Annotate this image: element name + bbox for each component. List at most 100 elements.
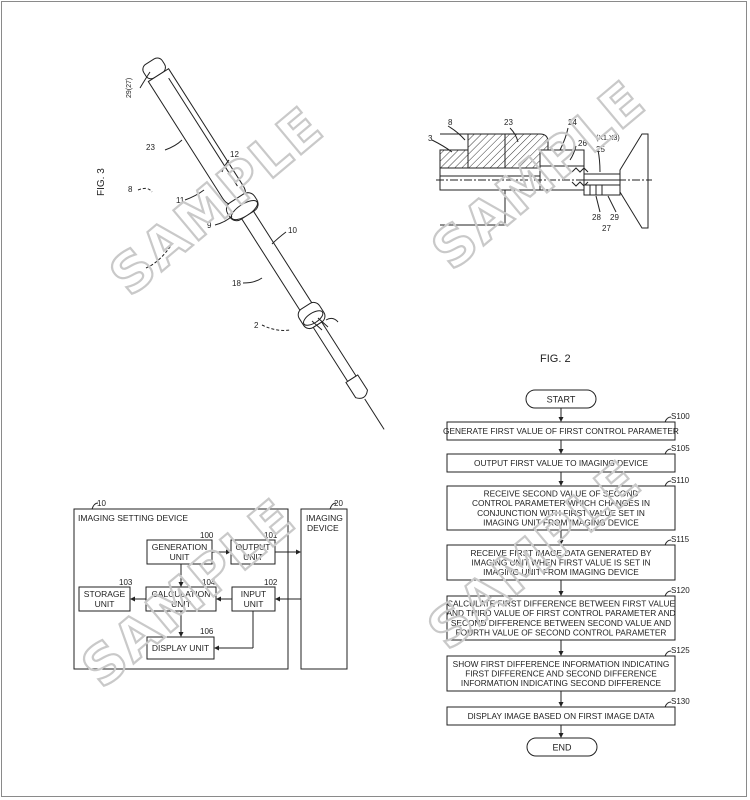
flow-arrowhead [558, 417, 564, 422]
fig2-ref-25: 25 [596, 145, 605, 154]
flow-step-box [446, 485, 676, 531]
fig2-ref-24: 24 [568, 118, 577, 127]
fig2-ref-23: 23 [504, 118, 513, 127]
flow-step-ref-leader [664, 480, 672, 487]
fig2-ref-27: 27 [602, 224, 611, 233]
fig3-ref-29: 29(27) [126, 78, 133, 98]
flow-step-text: IMAGING UNIT FROM IMAGING DEVICE [483, 567, 639, 577]
fig2-ref-28: 28 [592, 213, 601, 222]
flow-end-box [526, 737, 598, 757]
fig3-ref-2: 2 [254, 321, 259, 330]
flow-step-ref: S110 [671, 476, 690, 485]
flow-step-text: CALCULATE FIRST DIFFERENCE BETWEEN FIRST… [447, 599, 676, 609]
output-unit-box [230, 539, 276, 565]
flow-step-text: CONJUNCTION WITH FIRST VALUE SET IN [477, 508, 645, 518]
fig3-ref-10: 10 [288, 226, 297, 235]
generation-unit-label-1: GENERATION [152, 542, 208, 552]
imaging-device-label-1: IMAGING [306, 513, 343, 523]
fig3-ref-12: 12 [230, 150, 239, 159]
flow-step-text: RECEIVE SECOND VALUE OF SECOND [484, 489, 639, 499]
flow-arrowhead [558, 540, 564, 545]
fig3-ref-11: 11 [176, 196, 185, 205]
watermark-1: SAMPLE [98, 94, 336, 308]
flow-step-ref: S100 [671, 412, 690, 421]
imaging-device-label-2: DEVICE [307, 523, 339, 533]
flow-step-ref-leader [664, 539, 672, 546]
fig2-ref-3: 3 [428, 134, 433, 143]
output-unit-ref: 101 [264, 531, 278, 540]
flow-step-text: RECEIVE FIRST IMAGE DATA GENERATED BY [470, 548, 651, 558]
flow-arrowhead [558, 449, 564, 454]
flow-step-ref: S105 [671, 444, 690, 453]
fig3-shaft [241, 210, 314, 313]
fig2-section [436, 133, 652, 229]
input-unit-label-2: UNIT [244, 599, 264, 609]
flow-step-ref: S130 [671, 697, 690, 706]
generation-unit-ref: 100 [200, 531, 214, 540]
flow-step-box [446, 655, 676, 692]
device-ref: 10 [97, 499, 106, 508]
generation-unit-label-2: UNIT [170, 552, 190, 562]
fig3-tip [345, 374, 368, 399]
storage-unit-box [78, 586, 131, 612]
flow-step-text: GENERATE FIRST VALUE OF FIRST CONTROL PA… [443, 426, 679, 436]
flow-step-text: IMAGING UNIT WHEN FIRST VALUE IS SET IN [471, 558, 650, 568]
fig2-ref-8: 8 [448, 118, 453, 127]
fig2-leaders [431, 125, 617, 213]
fig3-label: FIG. 3 [96, 168, 107, 196]
flow-step-text: FOURTH VALUE OF SECOND CONTROL PARAMETER [456, 627, 667, 637]
flow-arrowhead [558, 702, 564, 707]
flow-step-text: IMAGING UNIT FROM IMAGING DEVICE [483, 517, 639, 527]
flow-step-ref-leader [664, 701, 672, 708]
flow-start-label: START [547, 395, 576, 405]
fig3-ref-8: 8 [128, 185, 133, 194]
flow-step-text: OUTPUT FIRST VALUE TO IMAGING DEVICE [474, 458, 648, 468]
flow-step-text: DISPLAY IMAGE BASED ON FIRST IMAGE DATA [468, 711, 655, 721]
fig3-instrument [142, 57, 385, 430]
calculation-unit-ref: 104 [202, 578, 216, 587]
flow-step-ref: S125 [671, 646, 690, 655]
flow-step-text: SECOND DIFFERENCE BETWEEN SECOND VALUE A… [451, 618, 671, 628]
output-unit-label-2: UNIT [243, 552, 263, 562]
input-unit-box [231, 586, 276, 612]
fig2-flange [619, 133, 649, 229]
storage-unit-ref: 103 [119, 578, 133, 587]
flow-arrowhead [558, 591, 564, 596]
flow-step-text: SHOW FIRST DIFFERENCE INFORMATION INDICA… [453, 659, 670, 669]
fig2-ref-29: 29 [610, 213, 619, 222]
flow-step-ref: S115 [671, 535, 690, 544]
input-unit-label-1: INPUT [241, 589, 267, 599]
calculation-unit-label-2: UNIT [171, 599, 191, 609]
flow-arrowhead [558, 651, 564, 656]
device-title: IMAGING SETTING DEVICE [78, 513, 188, 523]
display-unit-ref: 106 [200, 627, 214, 636]
fig2-ref-26: 26 [578, 139, 587, 148]
flow-step-text: FIRST DIFFERENCE AND SECOND DIFFERENCE [465, 669, 657, 679]
block-diagram: 10 IMAGING SETTING DEVICE 20 IMAGING DEV… [73, 499, 348, 670]
storage-unit-label-2: UNIT [95, 599, 115, 609]
flow-step-ref-leader [664, 590, 672, 597]
block-connectors [130, 549, 301, 651]
fig3-ref-23: 23 [146, 143, 155, 152]
flow-step-text: CONTROL PARAMETER WHICH CHANGES IN [472, 498, 650, 508]
fig3-ref-18: 18 [232, 279, 241, 288]
flow-arrowhead [558, 481, 564, 486]
flow-end-label: END [552, 743, 572, 753]
display-unit-label: DISPLAY UNIT [152, 643, 209, 653]
flow-step-text: INFORMATION INDICATING SECOND DIFFERENCE [461, 678, 662, 688]
input-unit-ref: 102 [264, 578, 278, 587]
fig3-needle [364, 398, 385, 430]
calculation-unit-label-1: CALCULATION [152, 589, 211, 599]
fig2-ref-x: (X1,X3) [596, 135, 620, 142]
imaging-device-box [300, 508, 348, 670]
flow-step-box [446, 544, 676, 581]
flow-step-text: AND THIRD VALUE OF FIRST CONTROL PARAMET… [446, 608, 675, 618]
flow-step-box [446, 595, 676, 641]
fig3-leaders [137, 71, 291, 331]
storage-unit-label-1: STORAGE [84, 589, 126, 599]
flow-step-ref-leader [664, 416, 672, 423]
output-unit-label-1: OUTPUT [236, 542, 271, 552]
imaging-device-ref: 20 [334, 499, 343, 508]
